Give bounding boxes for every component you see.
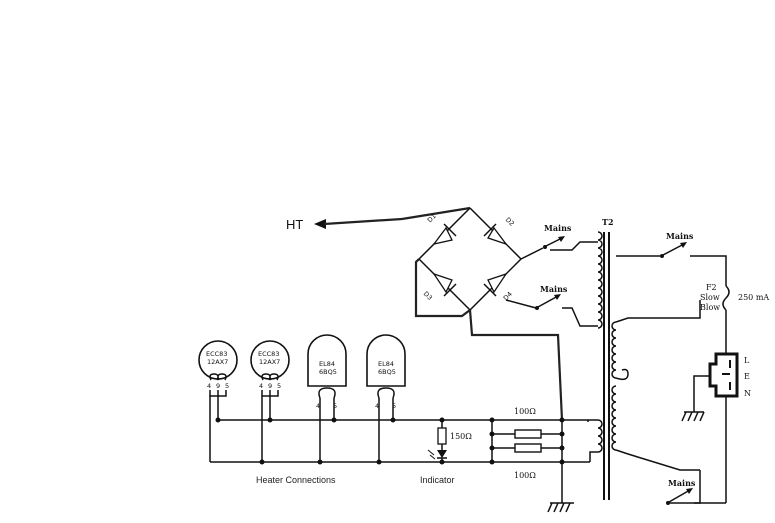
- iec-mains-inlet: L E N: [681, 352, 751, 503]
- diode-bridge: D1 D2 D3 D4: [414, 207, 564, 421]
- fuse-line1: Slow: [700, 293, 720, 302]
- valve-pin-5: 5: [392, 402, 396, 410]
- mains-label-4: Mains: [668, 478, 696, 488]
- primary-coil-lower: [611, 385, 617, 451]
- valve-equiv: 12AX7: [207, 358, 228, 366]
- iec-pin-n: N: [744, 389, 751, 398]
- valve-pin-9: 9: [268, 382, 272, 390]
- ht-wire: [323, 217, 403, 226]
- mains-switch-bottom: Mains: [666, 470, 726, 505]
- mains-label-1: Mains: [544, 223, 572, 233]
- mains-label-2: Mains: [540, 284, 568, 294]
- resistor-100-top: [514, 429, 542, 439]
- ht-secondary-coil: [597, 231, 603, 329]
- fuse-f2: F2 Slow Blow 250 mA: [700, 283, 769, 358]
- diode-label-d3: D3: [422, 290, 434, 302]
- ht-output: HT: [286, 206, 471, 232]
- resistor-100-bottom: [514, 443, 542, 453]
- diode-d4: D4: [483, 272, 514, 302]
- heater-balance-network: 100Ω 100Ω: [210, 407, 590, 513]
- led-symbol: [437, 450, 447, 458]
- valve-el84-2: EL84 6BQ5 4 5: [366, 334, 406, 465]
- valve-envelope: [307, 334, 347, 387]
- fuse-symbol: [722, 285, 730, 311]
- valve-pin-4: 4: [259, 382, 263, 390]
- resistor-150-value: 150Ω: [450, 432, 472, 441]
- diode-d2: D2: [483, 216, 516, 246]
- transformer-t2: T2: [587, 217, 701, 500]
- mains-label-3: Mains: [666, 231, 694, 241]
- valve-equiv: 12AX7: [259, 358, 280, 366]
- valve-type: ECC83: [206, 350, 227, 358]
- mains-switch-top: Mains: [616, 231, 727, 286]
- valve-equiv: 6BQ5: [378, 368, 396, 376]
- valve-pin-4: 4: [375, 402, 379, 410]
- indicator-caption: Indicator: [420, 475, 455, 485]
- valve-ecc83-1: ECC83 12AX7 4 9 5: [198, 340, 238, 462]
- valve-pin-4: 4: [316, 402, 320, 410]
- valve-el84-1: EL84 6BQ5 4 5: [307, 334, 347, 465]
- resistor-150: [437, 427, 447, 445]
- primary-coil-upper: [611, 321, 617, 379]
- bridge-to-centre-tap: [468, 309, 564, 421]
- diode-label-d2: D2: [504, 216, 516, 228]
- fuse-line2: Blow: [700, 303, 720, 312]
- valve-type: EL84: [319, 360, 335, 368]
- ht-label: HT: [286, 217, 303, 232]
- valve-pin-9: 9: [216, 382, 220, 390]
- valve-ecc83-2: ECC83 12AX7 4 9 5: [250, 340, 290, 465]
- indicator-led: 150Ω: [427, 417, 472, 465]
- iec-pin-e: E: [744, 372, 750, 381]
- resistor-top-value: 100Ω: [514, 407, 536, 416]
- fuse-rating: 250 mA: [738, 293, 769, 302]
- heater-connections-caption: Heater Connections: [256, 475, 336, 485]
- valve-pin-5: 5: [333, 402, 337, 410]
- iec-pin-l: L: [744, 356, 750, 365]
- diode-d3: D3: [422, 272, 457, 302]
- ht-switch-upper: Mains: [520, 223, 598, 260]
- valve-type: EL84: [378, 360, 394, 368]
- transformer-label: T2: [602, 217, 614, 227]
- valve-type: ECC83: [258, 350, 279, 358]
- fuse-name: F2: [706, 283, 717, 292]
- valve-pin-5: 5: [277, 382, 281, 390]
- bridge-negative-return: [414, 258, 471, 318]
- diode-d1: D1: [426, 212, 457, 246]
- valve-pin-4: 4: [207, 382, 211, 390]
- valve-equiv: 6BQ5: [319, 368, 337, 376]
- valve-envelope: [366, 334, 406, 387]
- ht-wire-to-bridge: [401, 206, 471, 221]
- valve-pin-5: 5: [225, 382, 229, 390]
- earth-wire: [693, 375, 710, 412]
- resistor-bottom-value: 100Ω: [514, 471, 536, 480]
- ht-switch-lower: Mains: [505, 284, 598, 327]
- ht-arrowhead: [314, 219, 326, 229]
- heater-secondary-coil: [597, 419, 603, 453]
